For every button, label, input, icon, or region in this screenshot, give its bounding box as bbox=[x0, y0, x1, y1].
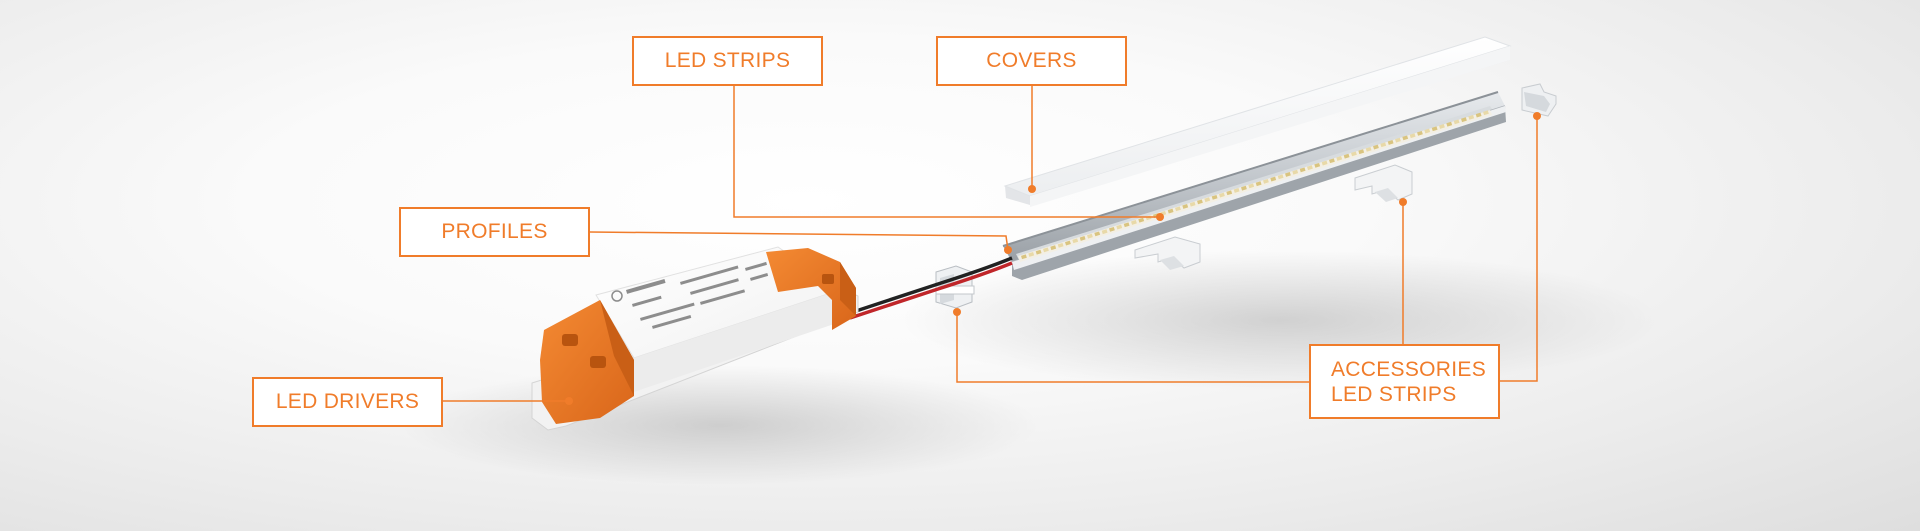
led-chip bbox=[1387, 140, 1394, 145]
label-profiles-text: PROFILES bbox=[441, 220, 548, 243]
led-chip bbox=[1123, 222, 1130, 228]
led-chip bbox=[1285, 172, 1291, 177]
power-cable bbox=[849, 256, 1013, 320]
led-chip bbox=[1292, 169, 1299, 175]
led-chip bbox=[1057, 242, 1064, 248]
led-strip-in-profile bbox=[1018, 110, 1492, 262]
label-accessories-line2: LED STRIPS bbox=[1331, 382, 1457, 406]
led-chip bbox=[1373, 144, 1379, 150]
dot-connector bbox=[953, 308, 961, 316]
led-chip bbox=[1329, 158, 1335, 164]
led-chip bbox=[1263, 178, 1269, 184]
led-chip bbox=[1351, 151, 1357, 157]
led-chips bbox=[1021, 110, 1489, 260]
label-accessories-line1: ACCESSORIES bbox=[1331, 357, 1487, 381]
led-chip bbox=[1211, 194, 1218, 200]
led-chip bbox=[1204, 197, 1211, 203]
led-chip bbox=[1109, 226, 1115, 232]
led-chip bbox=[1094, 231, 1101, 237]
label-led-strips-text: LED STRIPS bbox=[664, 49, 791, 72]
led-chip bbox=[1138, 217, 1145, 223]
driver-shadow bbox=[400, 365, 1040, 485]
led-driver bbox=[531, 246, 859, 431]
led-chip bbox=[1424, 128, 1431, 134]
leader-lines bbox=[443, 86, 1538, 402]
led-chip bbox=[1065, 240, 1071, 246]
led-chip bbox=[1116, 224, 1123, 230]
led-chip bbox=[1307, 165, 1313, 171]
led-chip bbox=[1365, 146, 1372, 152]
led-chip bbox=[1175, 206, 1181, 212]
mounting-bracket-left bbox=[1134, 236, 1201, 270]
led-chip bbox=[1321, 160, 1328, 166]
led-chip bbox=[1446, 121, 1453, 127]
label-led-drivers-text: LED DRIVERS bbox=[275, 390, 420, 413]
led-chip bbox=[1270, 176, 1277, 182]
led-chip bbox=[1277, 174, 1284, 180]
led-chip bbox=[1255, 181, 1262, 187]
led-chip bbox=[1483, 110, 1489, 116]
led-chip bbox=[1072, 238, 1079, 244]
led-chip bbox=[1197, 199, 1203, 205]
led-chip bbox=[1241, 185, 1247, 191]
label-covers: COVERS bbox=[936, 36, 1127, 86]
label-led-drivers: LED DRIVERS bbox=[252, 377, 443, 427]
led-chip bbox=[1417, 130, 1423, 136]
dot-led-strip bbox=[1156, 213, 1164, 221]
dot-profile bbox=[1004, 246, 1012, 254]
led-chip bbox=[1219, 192, 1225, 198]
led-chip bbox=[1299, 167, 1306, 173]
led-chip bbox=[1336, 156, 1343, 161]
leader-accessories-connector bbox=[956, 312, 1309, 383]
led-chip bbox=[1035, 249, 1042, 255]
led-chip bbox=[1380, 142, 1387, 148]
led-chip bbox=[1468, 114, 1475, 120]
led-chip bbox=[1043, 247, 1049, 253]
label-accessories-led-strips: ACCESSORIES LED STRIPS bbox=[1309, 344, 1500, 419]
led-chip bbox=[1050, 245, 1057, 251]
driver-label-print bbox=[611, 261, 769, 329]
led-chip bbox=[1461, 117, 1467, 123]
led-chip bbox=[1248, 183, 1255, 189]
cover-diffuser bbox=[1003, 36, 1512, 207]
leader-profiles bbox=[589, 231, 1009, 251]
dot-driver bbox=[565, 397, 573, 405]
led-chip bbox=[1409, 133, 1416, 139]
led-chip bbox=[1131, 220, 1137, 225]
led-chip bbox=[1079, 236, 1086, 241]
led-chip bbox=[1431, 126, 1438, 132]
label-led-strips: LED STRIPS bbox=[632, 36, 823, 86]
end-cap bbox=[1521, 83, 1557, 117]
led-chip bbox=[1439, 124, 1445, 129]
label-profiles: PROFILES bbox=[399, 207, 590, 257]
leader-accessories-endcap bbox=[1500, 116, 1538, 382]
leader-dots bbox=[565, 112, 1541, 405]
led-chip bbox=[1087, 233, 1093, 239]
led-chip bbox=[1226, 190, 1233, 196]
led-chip bbox=[1189, 201, 1196, 207]
led-chip bbox=[1343, 153, 1350, 159]
led-chip bbox=[1233, 188, 1240, 193]
dot-bracket bbox=[1399, 198, 1407, 206]
label-covers-text: COVERS bbox=[986, 49, 1077, 72]
led-chip bbox=[1475, 112, 1482, 118]
dot-cover bbox=[1028, 185, 1036, 193]
leader-led-strips bbox=[733, 86, 1160, 218]
led-chip bbox=[1358, 149, 1365, 155]
led-chip bbox=[1402, 135, 1409, 141]
led-chip bbox=[1101, 229, 1108, 235]
led-chip bbox=[1021, 254, 1027, 260]
led-chip bbox=[1167, 208, 1174, 214]
led-chip bbox=[1182, 204, 1189, 209]
led-chip bbox=[1453, 119, 1460, 125]
dot-endcap bbox=[1533, 112, 1541, 120]
mounting-bracket-right bbox=[1354, 164, 1413, 202]
led-chip bbox=[1028, 252, 1035, 257]
led-chip bbox=[1395, 137, 1401, 143]
led-chip bbox=[1314, 162, 1321, 168]
